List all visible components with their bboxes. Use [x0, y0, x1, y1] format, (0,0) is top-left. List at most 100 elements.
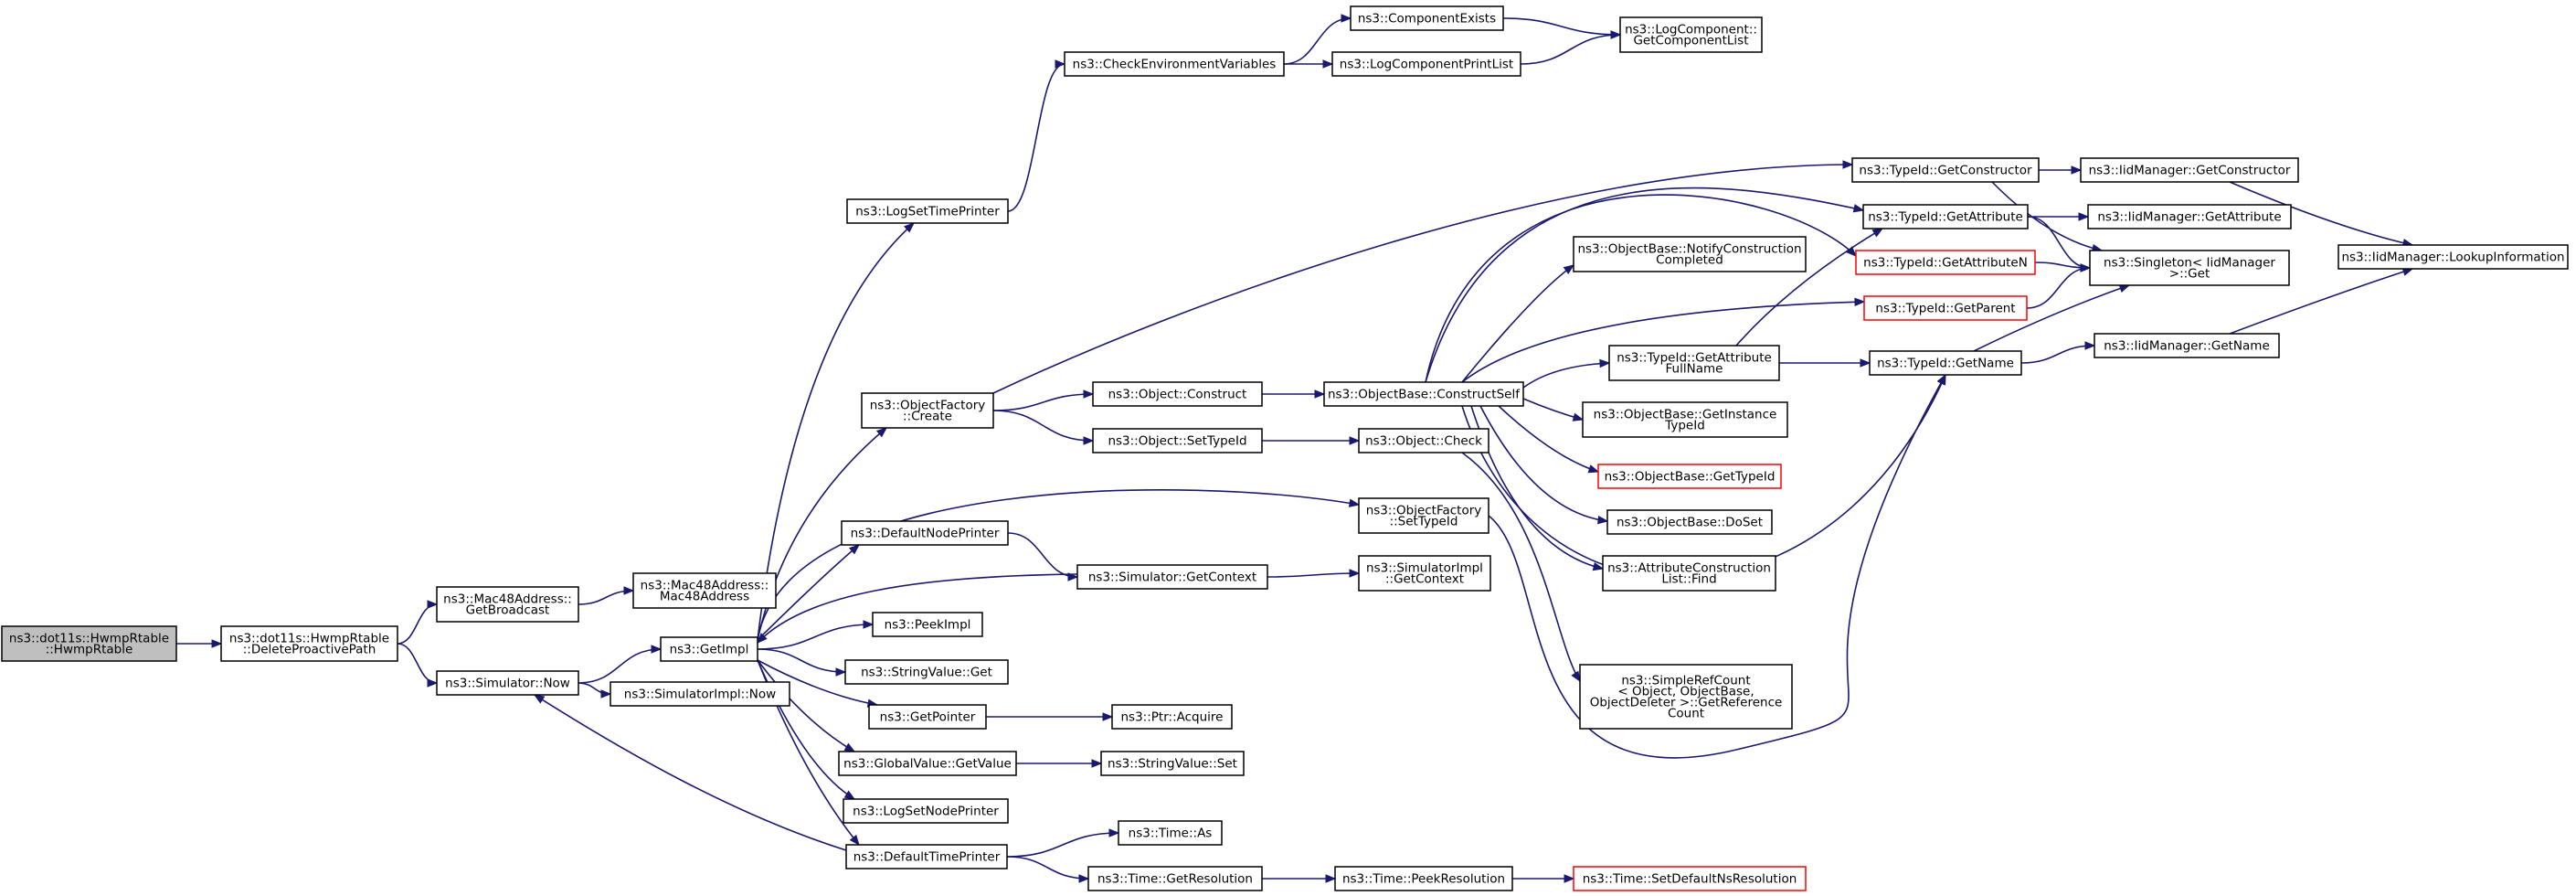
edge-construct-self-to-type-id-get-parent — [1461, 301, 1865, 383]
node-notify-construction[interactable]: ns3::ObjectBase::NotifyConstructionCompl… — [1573, 236, 1807, 272]
node-label: ObjectDeleter >::GetReference — [1590, 696, 1783, 710]
node-iid-get-name[interactable]: ns3::IidManager::GetName — [2094, 333, 2280, 358]
node-label: ns3::Ptr::Acquire — [1121, 710, 1224, 725]
node-mac48-get-broadcast[interactable]: ns3::Mac48Address::GetBroadcast — [436, 586, 579, 623]
node-label: ns3::CheckEnvironmentVariables — [1073, 58, 1277, 72]
node-label: ns3::PeekImpl — [885, 618, 971, 633]
node-type-id-get-constructor[interactable]: ns3::TypeId::GetConstructor — [1851, 157, 2040, 183]
node-sim-get-context[interactable]: ns3::Simulator::GetContext — [1076, 564, 1268, 590]
node-label: ns3::ObjectBase::GetTypeId — [1605, 470, 1776, 485]
node-label: TypeId — [1664, 419, 1705, 433]
node-string-value-set[interactable]: ns3::StringValue::Set — [1100, 751, 1245, 776]
node-label: ns3::TypeId::GetAttributeN — [1863, 256, 2028, 271]
node-object-base-get-type-id[interactable]: ns3::ObjectBase::GetTypeId — [1597, 464, 1782, 489]
node-simple-ref-count[interactable]: ns3::SimpleRefCount< Object, ObjectBase,… — [1579, 664, 1793, 730]
node-box — [1358, 428, 1489, 453]
node-obj-factory-set-type-id[interactable]: ns3::ObjectFactory::SetTypeId — [1358, 497, 1489, 534]
edge-arrowhead — [1091, 759, 1103, 768]
edge-obj-factory-create-to-object-construct — [992, 393, 1094, 411]
node-default-time-printer[interactable]: ns3::DefaultTimePrinter — [845, 844, 1008, 869]
edge-arrowhead — [1108, 828, 1120, 837]
node-ptr-acquire[interactable]: ns3::Ptr::Acquire — [1111, 704, 1233, 730]
node-label: ns3::LogComponentPrintList — [1340, 58, 1513, 72]
edge-arrowhead — [863, 620, 875, 629]
node-sim-impl-get-context[interactable]: ns3::SimulatorImpl::GetContext — [1358, 555, 1491, 592]
node-object-base-do-set[interactable]: ns3::ObjectBase::DoSet — [1606, 509, 1773, 535]
node-box — [844, 659, 1009, 685]
node-component-exists[interactable]: ns3::ComponentExists — [1350, 5, 1504, 31]
edge-get-attribute-full-name-to-type-id-get-attribute — [1735, 228, 1883, 347]
edge-arrowhead — [1871, 228, 1884, 238]
node-time-peek-resolution[interactable]: ns3::Time::PeekResolution — [1334, 866, 1513, 891]
node-box — [868, 704, 987, 730]
node-mac48-ctor[interactable]: ns3::Mac48Address::Mac48Address — [632, 572, 777, 609]
node-sim-now[interactable]: ns3::Simulator::Now — [436, 670, 579, 696]
edge-arrowhead — [2078, 212, 2090, 221]
node-obj-factory-create[interactable]: ns3::ObjectFactory::Create — [861, 392, 994, 429]
edge-get-impl-to-peek-impl — [757, 624, 874, 650]
node-label: ns3::TypeId::GetParent — [1875, 302, 2015, 316]
node-box — [1331, 51, 1521, 77]
edge-log-set-time-printer-to-check-env — [1007, 63, 1065, 212]
node-time-set-default-ns[interactable]: ns3::Time::SetDefaultNsResolution — [1573, 866, 1807, 891]
edge-object-check-to-simple-ref-count — [1461, 452, 1581, 682]
node-lookup-information[interactable]: ns3::IidManager::LookupInformation — [2337, 244, 2569, 270]
node-time-get-resolution[interactable]: ns3::Time::GetResolution — [1087, 866, 1263, 891]
node-get-component-list[interactable]: ns3::LogComponent::GetComponentList — [1619, 16, 1763, 53]
node-label: ns3::StringValue::Get — [861, 666, 992, 680]
node-type-id-get-parent[interactable]: ns3::TypeId::GetParent — [1863, 295, 2028, 321]
node-get-pointer[interactable]: ns3::GetPointer — [868, 704, 987, 730]
node-label: ns3::SimulatorImpl::Now — [624, 688, 776, 702]
node-box — [610, 681, 790, 707]
node-peek-impl[interactable]: ns3::PeekImpl — [872, 612, 983, 637]
node-string-value-get[interactable]: ns3::StringValue::Get — [844, 659, 1009, 685]
node-get-impl[interactable]: ns3::GetImpl — [660, 636, 758, 662]
edge-type-id-get-name-to-singleton-get — [1973, 284, 2130, 352]
node-type-id-get-name[interactable]: ns3::TypeId::GetName — [1869, 350, 2022, 376]
node-construct-self[interactable]: ns3::ObjectBase::ConstructSelf — [1323, 381, 1524, 407]
edge-arrowhead — [1563, 264, 1575, 274]
node-global-value-get-value[interactable]: ns3::GlobalValue::GetValue — [838, 751, 1017, 776]
node-object-check[interactable]: ns3::Object::Check — [1358, 428, 1489, 453]
edge-arrowhead — [1592, 561, 1605, 571]
node-type-id-get-attribute-n[interactable]: ns3::TypeId::GetAttributeN — [1855, 250, 2036, 275]
node-time-as[interactable]: ns3::Time::As — [1118, 820, 1223, 846]
node-type-id-get-attribute[interactable]: ns3::TypeId::GetAttribute — [1862, 204, 2029, 229]
node-object-set-type-id[interactable]: ns3::Object::SetTypeId — [1092, 428, 1263, 453]
node-label: ns3::IidManager::GetName — [2104, 339, 2270, 354]
node-check-env[interactable]: ns3::CheckEnvironmentVariables — [1064, 51, 1285, 77]
edge-arrowhead — [1854, 297, 1866, 307]
node-box — [1597, 464, 1782, 489]
node-object-construct[interactable]: ns3::Object::Construct — [1092, 381, 1263, 407]
node-label: List::Find — [1661, 572, 1716, 587]
node-log-set-node-printer[interactable]: ns3::LogSetNodePrinter — [843, 798, 1009, 824]
node-log-set-time-printer[interactable]: ns3::LogSetTimePrinter — [846, 198, 1009, 224]
edge-arrowhead — [2080, 263, 2092, 272]
node-label: ::DeleteProactivePath — [243, 643, 376, 657]
node-singleton-get[interactable]: ns3::Singleton< IidManager >::Get — [2089, 250, 2290, 286]
node-log-component-print-list[interactable]: ns3::LogComponentPrintList — [1331, 51, 1521, 77]
edge-arrowhead — [1055, 59, 1066, 69]
edge-default-time-printer-to-time-get-resolution — [1006, 856, 1089, 880]
node-label: ns3::LogSetNodePrinter — [853, 805, 999, 819]
node-delete-proactive[interactable]: ns3::dot11s::HwmpRtable::DeleteProactive… — [220, 625, 398, 662]
node-box — [1863, 295, 2028, 321]
edge-component-exists-to-get-component-list — [1502, 17, 1621, 36]
node-box — [1323, 381, 1524, 407]
node-iid-get-attribute[interactable]: ns3::IidManager::GetAttribute — [2087, 204, 2292, 229]
node-label: ns3::Mac48Address:: — [641, 579, 769, 593]
node-box — [861, 392, 994, 429]
node-label: ns3::ComponentExists — [1358, 12, 1496, 27]
edge-arrowhead — [1936, 373, 1946, 386]
node-root[interactable]: ns3::dot11s::HwmpRtable::HwmpRtable — [1, 625, 177, 662]
edge-obj-factory-create-to-type-id-get-constructor — [992, 164, 1853, 394]
node-box — [1619, 16, 1763, 53]
node-label: FullName — [1666, 362, 1723, 377]
node-iid-get-constructor[interactable]: ns3::IidManager::GetConstructor — [2080, 157, 2299, 183]
edge-arrowhead — [427, 600, 439, 609]
node-default-node-printer[interactable]: ns3::DefaultNodePrinter — [841, 520, 1009, 546]
node-sim-impl-now[interactable]: ns3::SimulatorImpl::Now — [610, 681, 790, 707]
